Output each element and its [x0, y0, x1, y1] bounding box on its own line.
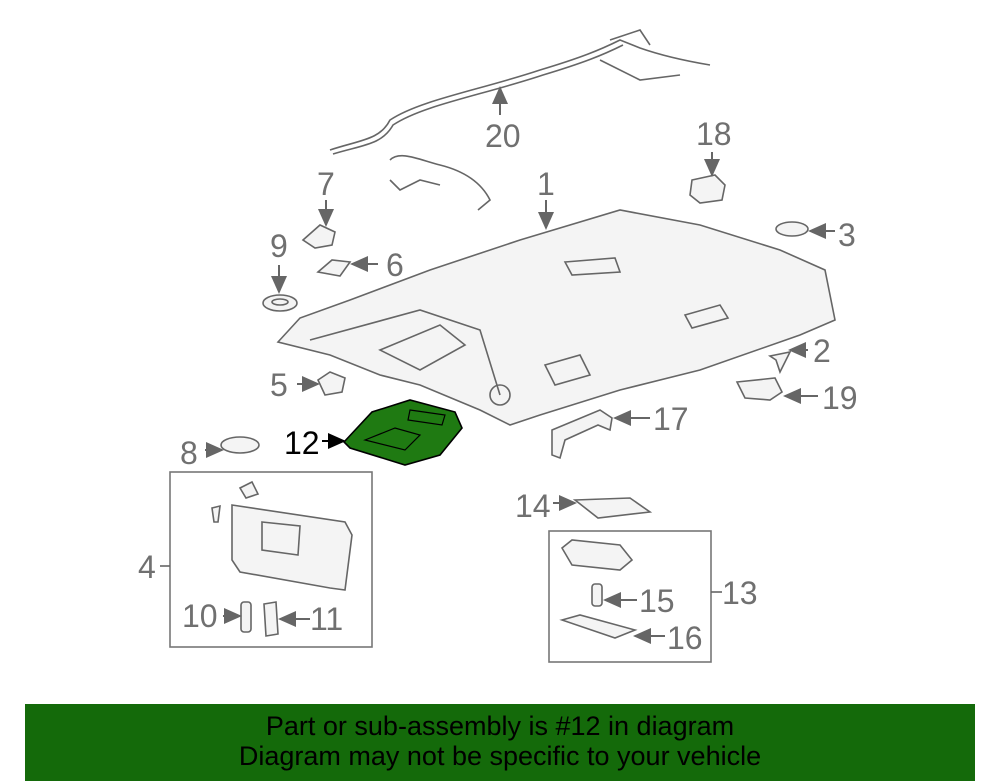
part-6-pad[interactable]: [316, 256, 378, 277]
part-20-wiring-harness[interactable]: [329, 29, 711, 211]
part-9-grommet[interactable]: [262, 265, 298, 312]
part-2-fastener[interactable]: [767, 342, 808, 375]
label-3: 3: [838, 217, 856, 253]
part-1-headliner[interactable]: [276, 200, 836, 426]
part-5-bracket[interactable]: [297, 371, 346, 396]
label-2: 2: [813, 333, 831, 369]
label-10: 10: [182, 598, 218, 634]
label-7: 7: [317, 166, 335, 202]
label-13: 13: [722, 575, 758, 611]
label-19: 19: [822, 380, 858, 416]
part-14-lens[interactable]: [553, 495, 653, 519]
label-20: 20: [485, 118, 521, 154]
label-17: 17: [653, 401, 689, 437]
label-4: 4: [138, 549, 156, 585]
label-1: 1: [537, 166, 555, 202]
label-14: 14: [515, 488, 551, 524]
part-3-grommet[interactable]: [775, 221, 835, 239]
label-11: 11: [310, 601, 343, 637]
label-16: 16: [667, 620, 703, 656]
label-9: 9: [270, 228, 288, 264]
part-4-sunvisor-box[interactable]: [160, 471, 373, 648]
part-8-grommet[interactable]: [205, 436, 260, 458]
part-18-module[interactable]: [689, 152, 726, 204]
label-15: 15: [639, 583, 675, 619]
info-banner: Part or sub-assembly is #12 in diagram D…: [25, 704, 975, 781]
part-13-dome-lamp-box[interactable]: [548, 530, 722, 663]
banner-line-1: Part or sub-assembly is #12 in diagram: [265, 711, 735, 741]
label-12: 12: [284, 425, 320, 461]
part-7-clip[interactable]: [301, 200, 336, 249]
label-18: 18: [696, 116, 732, 152]
label-6: 6: [386, 247, 404, 283]
part-19-cover[interactable]: [735, 377, 818, 404]
label-8: 8: [180, 435, 198, 471]
part-17-grab-handle[interactable]: [551, 409, 650, 460]
part-12-console-highlighted[interactable]: [322, 399, 463, 466]
label-5: 5: [270, 367, 288, 403]
banner-line-2: Diagram may not be specific to your vehi…: [238, 741, 762, 771]
